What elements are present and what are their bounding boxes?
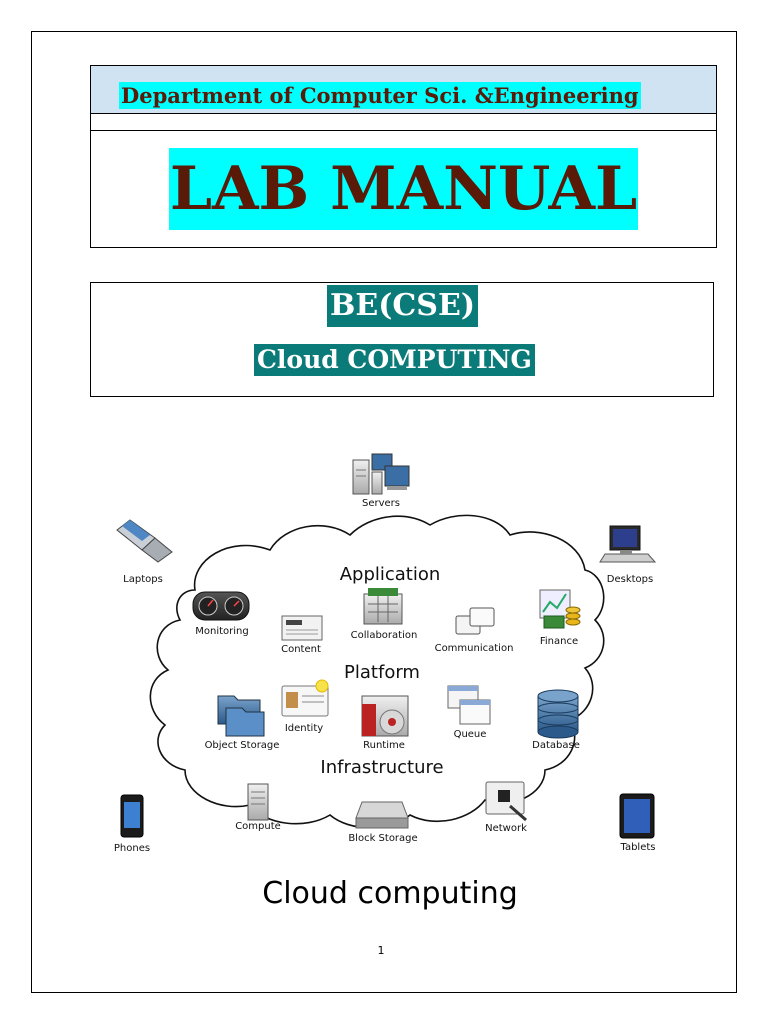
communication-icon xyxy=(455,607,495,635)
network-icon xyxy=(485,781,527,822)
label-database: Database xyxy=(532,740,580,751)
phones-icon xyxy=(120,794,144,838)
section-infrastructure: Infrastructure xyxy=(320,757,444,778)
header-box: Department of Computer Sci. &Engineering… xyxy=(90,65,717,248)
section-platform: Platform xyxy=(344,662,420,683)
label-tablets: Tablets xyxy=(620,842,656,853)
page-number: 1 xyxy=(377,944,385,957)
laptops-icon xyxy=(116,519,173,563)
finance-icon xyxy=(539,589,581,629)
label-queue: Queue xyxy=(453,729,487,740)
diagram-caption: Cloud computing xyxy=(262,876,518,911)
monitoring-icon xyxy=(192,591,250,621)
label-communication: Communication xyxy=(434,643,514,654)
page-border xyxy=(31,31,737,993)
label-servers: Servers xyxy=(361,498,401,509)
label-compute: Compute xyxy=(235,821,281,832)
label-block-storage: Block Storage xyxy=(348,833,418,844)
cloud-diagram-drawing xyxy=(116,453,657,839)
label-runtime: Runtime xyxy=(363,740,405,751)
identity-icon xyxy=(281,679,329,717)
collaboration-icon xyxy=(363,588,403,625)
object-storage-icon xyxy=(217,695,265,737)
cloud-shape xyxy=(149,514,605,829)
section-application: Application xyxy=(339,564,441,585)
database-icon xyxy=(537,689,579,739)
label-laptops: Laptops xyxy=(123,574,163,585)
label-finance: Finance xyxy=(539,636,579,647)
label-monitoring: Monitoring xyxy=(195,626,249,637)
label-desktops: Desktops xyxy=(606,574,654,585)
course-degree: BE(CSE) xyxy=(327,285,479,327)
label-collaboration: Collaboration xyxy=(350,630,418,641)
servers-icon xyxy=(352,453,410,495)
lab-manual-title: LAB MANUAL xyxy=(169,148,638,230)
compute-icon xyxy=(247,783,269,821)
course-subject: Cloud COMPUTING xyxy=(254,344,535,376)
content-icon xyxy=(281,615,323,641)
label-content: Content xyxy=(281,644,321,655)
cloud-computing-diagram: Application Platform Infrastructure Serv… xyxy=(100,440,680,930)
label-object-storage: Object Storage xyxy=(204,740,280,751)
header-divider xyxy=(91,130,716,131)
runtime-icon xyxy=(361,695,409,737)
course-box: BE(CSE) Cloud COMPUTING xyxy=(90,282,714,397)
tablets-icon xyxy=(619,793,655,839)
block-storage-icon xyxy=(355,801,409,829)
label-phones: Phones xyxy=(113,843,151,854)
department-name: Department of Computer Sci. &Engineering xyxy=(119,82,641,109)
label-network: Network xyxy=(485,823,527,834)
department-band: Department of Computer Sci. &Engineering xyxy=(91,66,716,114)
desktops-icon xyxy=(599,525,657,563)
label-identity: Identity xyxy=(284,723,324,734)
queue-icon xyxy=(447,685,491,725)
